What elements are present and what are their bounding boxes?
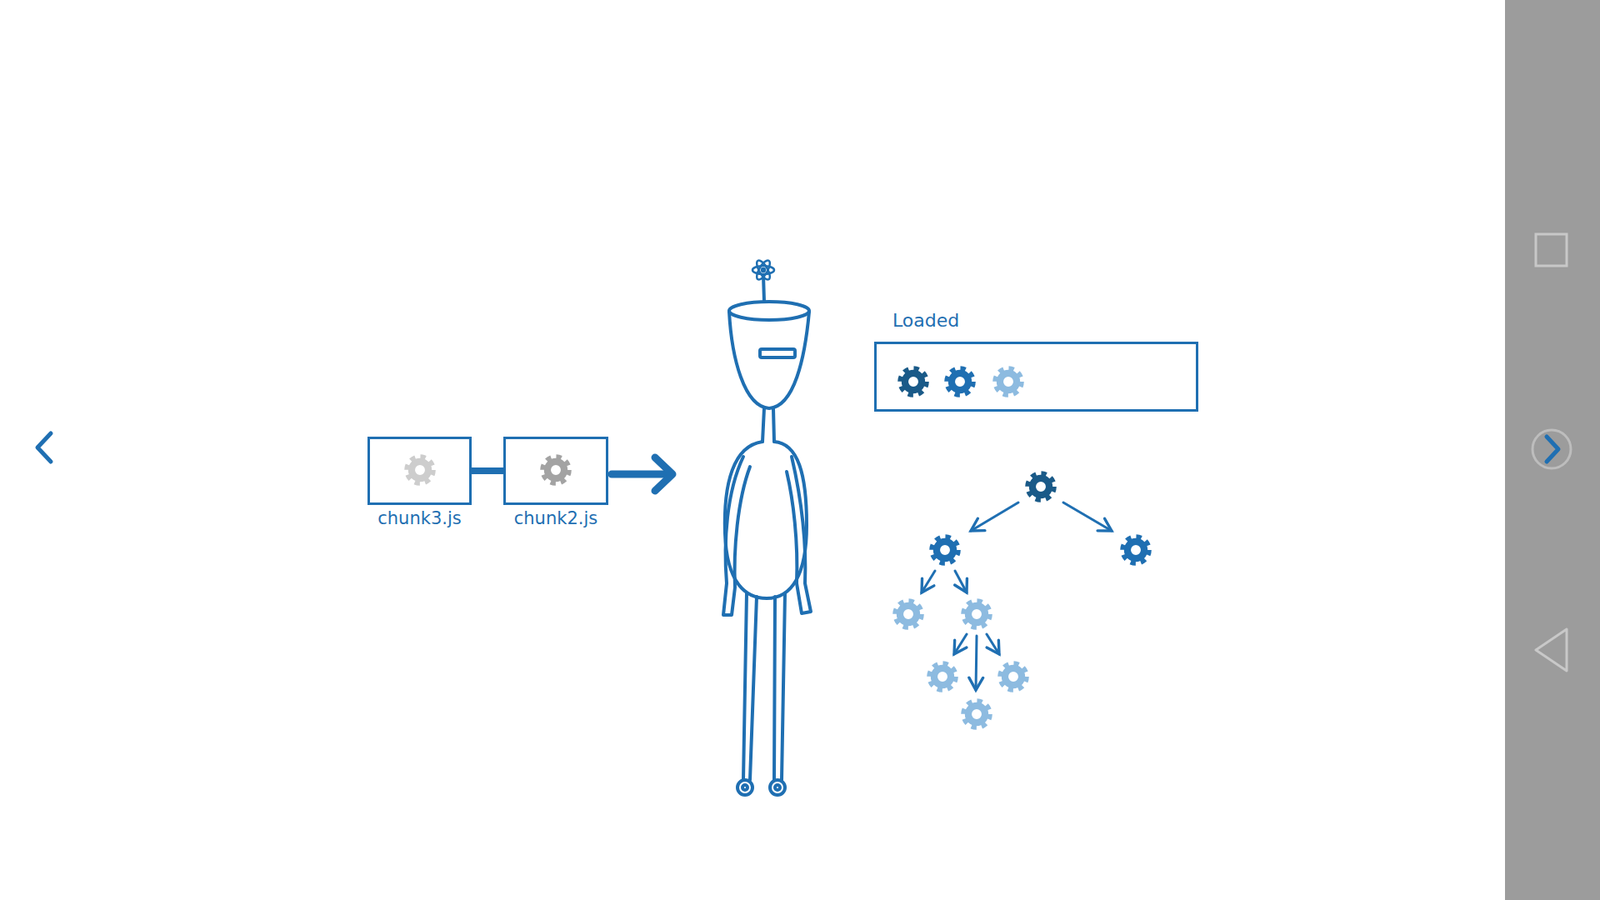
right-arm [786,456,811,614]
atom-core [761,268,765,272]
gear-icon [946,368,973,395]
leg [743,593,747,780]
antenna [763,275,765,302]
tree-arrow [955,570,967,593]
foot-wheel [770,780,785,795]
gear-icon [963,700,990,727]
head-top [729,301,810,320]
gear-icon [931,536,958,563]
node-border [367,436,472,505]
load-arrow [611,470,670,479]
gear-icon [406,456,433,483]
tree-arrow [970,502,1019,531]
next-chevron [1546,436,1559,462]
leg [781,593,785,780]
gear-icon [900,368,926,395]
gear-icon [1027,473,1054,500]
chunk-link [471,467,504,475]
nav-bar [1505,0,1600,900]
node-label: chunk2.js [503,508,609,530]
gear-icon [542,456,569,483]
leg [774,596,775,780]
next-button-ring [1532,430,1571,469]
gear-icon [895,600,921,627]
code-chunk-box: chunk3.js [367,436,472,530]
prev-chevron [37,433,51,462]
atom-orbit [754,258,773,282]
atom-orbit [754,258,773,282]
node-label: Loaded [874,310,1199,332]
foot-wheel [737,780,753,795]
stick-figure [723,258,811,795]
foot-wheel [742,785,748,790]
react-atom [752,258,775,282]
node-border [503,436,609,505]
atom-orbit [752,265,775,275]
tree-arrow [986,634,1000,655]
gear-icon [995,368,1021,395]
gear-icon [1122,536,1149,563]
mouth [760,349,795,358]
neck [762,408,765,442]
node-border [874,341,1199,412]
code-chunk-box: Loaded [874,310,1199,412]
recent-apps-icon [1535,234,1567,266]
tree-arrow [921,570,935,593]
foot-wheel [775,785,780,790]
leg [750,596,757,780]
left-arm [723,456,750,615]
tree-arrows [921,502,1112,690]
gear-icon [929,663,955,690]
load-arrowhead [655,457,673,491]
tree-arrow [954,634,967,655]
code-chunk-box: chunk2.js [503,436,609,530]
back-icon [1535,629,1567,671]
tree-arrow [975,635,977,690]
neck [773,408,775,442]
tree-arrow [1063,502,1112,531]
node-label: chunk3.js [367,508,472,530]
gear-icon [1000,663,1026,690]
gear-icon [963,600,990,627]
head [729,311,810,409]
